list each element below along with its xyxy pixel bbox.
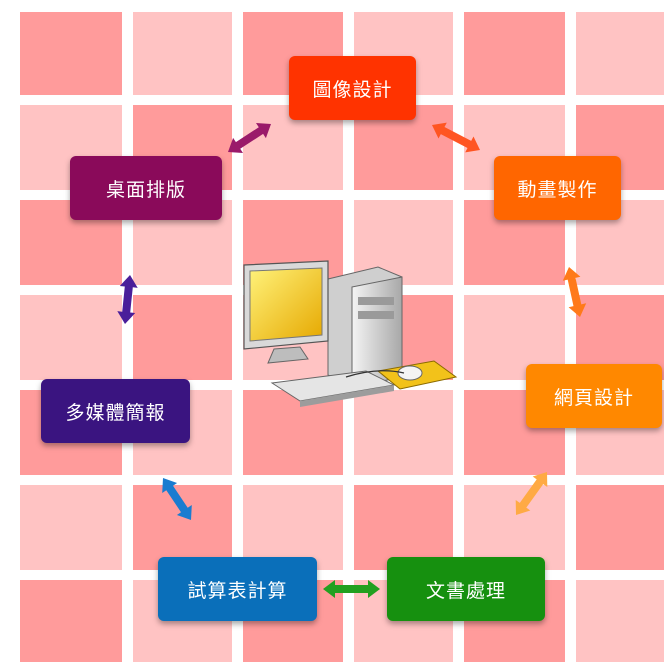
double-arrow-spreadsheet-multimedia-presentation [162, 478, 192, 520]
double-arrow-animation-web-design [562, 267, 587, 317]
node-word-processing[interactable]: 文書處理 [387, 557, 545, 621]
double-arrow-word-processing-spreadsheet [323, 580, 380, 598]
desktop-computer-icon [243, 260, 458, 407]
node-spreadsheet[interactable]: 試算表計算 [158, 557, 317, 621]
grid-tile [576, 12, 664, 95]
grid-tile [133, 12, 232, 95]
grid-tile [20, 580, 122, 662]
grid-tile [133, 295, 232, 380]
grid-tile [354, 390, 453, 475]
grid-tile [20, 485, 122, 570]
grid-tile [464, 12, 565, 95]
grid-tile [20, 295, 122, 380]
node-animation[interactable]: 動畫製作 [494, 156, 621, 220]
grid-tile [20, 12, 122, 95]
node-label: 文書處理 [425, 579, 506, 602]
grid-tile [464, 485, 565, 570]
double-arrow-web-design-word-processing [515, 472, 548, 515]
node-label: 動畫製作 [517, 178, 598, 201]
grid-tile [576, 580, 664, 662]
node-multimedia-presentation[interactable]: 多媒體簡報 [41, 379, 190, 443]
double-arrow-desktop-publishing-image-design [228, 123, 271, 153]
node-image-design[interactable]: 圖像設計 [289, 56, 416, 120]
grid-tile [133, 485, 232, 570]
node-label: 網頁設計 [553, 386, 634, 409]
node-desktop-publishing[interactable]: 桌面排版 [70, 156, 222, 220]
grid-tile [243, 485, 343, 570]
grid-tile [576, 485, 664, 570]
grid-tile [243, 390, 343, 475]
grid-tile [354, 485, 453, 570]
node-web-design[interactable]: 網頁設計 [526, 364, 662, 428]
node-label: 多媒體簡報 [65, 401, 166, 424]
node-label: 試算表計算 [187, 579, 288, 602]
double-arrow-image-design-animation [432, 122, 480, 153]
node-label: 圖像設計 [312, 78, 393, 101]
node-label: 桌面排版 [105, 178, 186, 201]
double-arrow-multimedia-presentation-desktop-publishing [117, 275, 138, 324]
